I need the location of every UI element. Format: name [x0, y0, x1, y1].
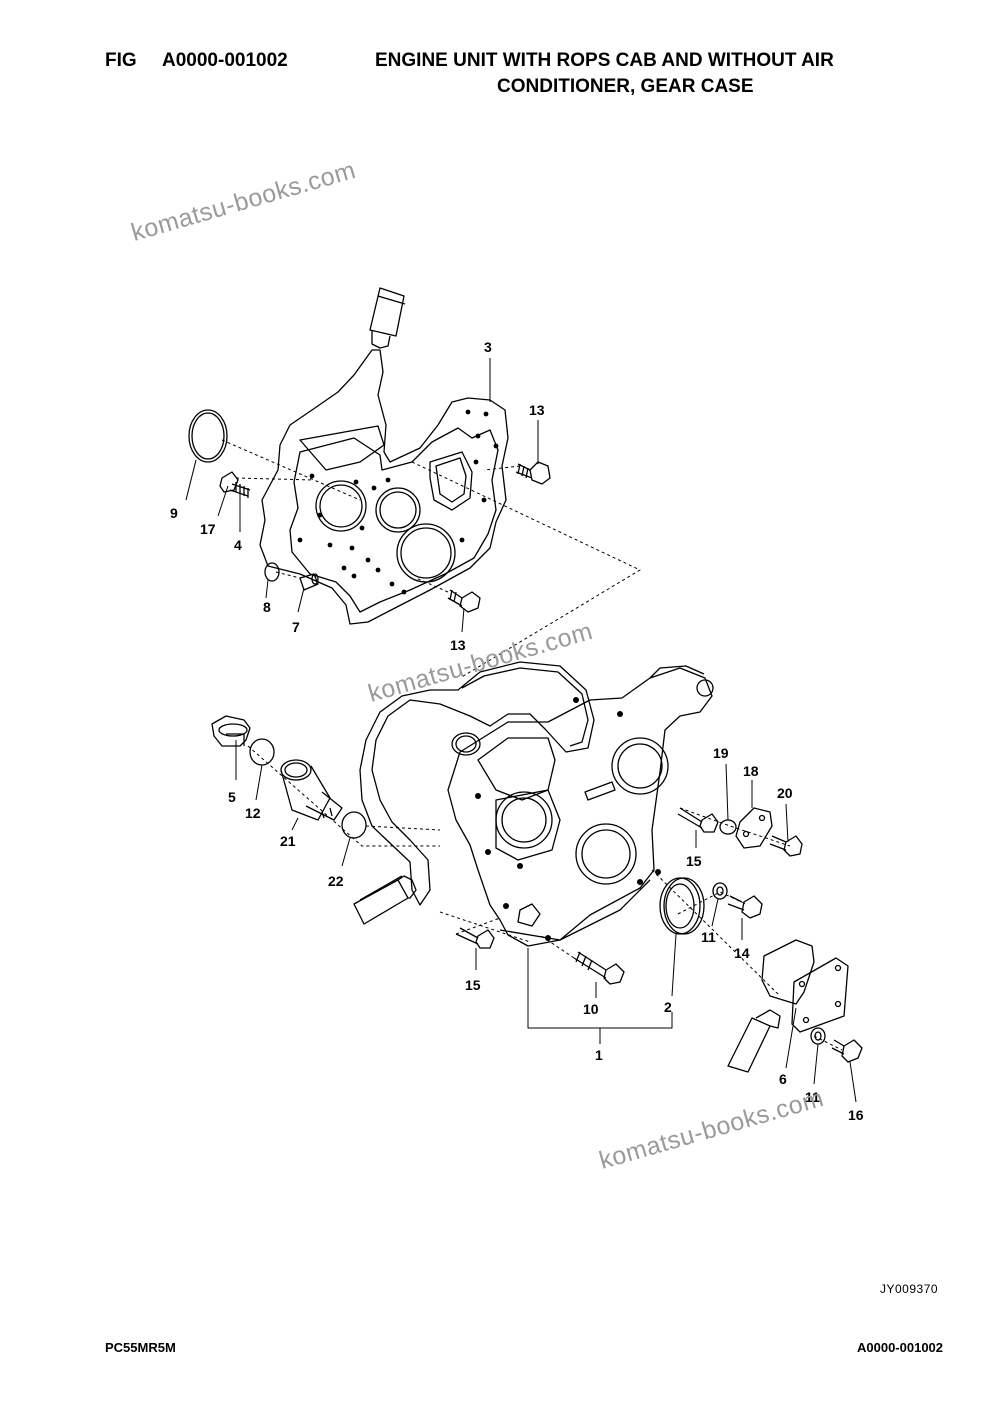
cover-plate-18	[735, 807, 773, 849]
o-ring-8	[264, 562, 280, 582]
alignment-lines	[221, 439, 843, 1051]
bolt-15-lower	[455, 927, 495, 949]
gear-case-1	[447, 665, 714, 947]
callout-13-upper: 13	[529, 402, 545, 418]
bolt-20	[769, 835, 803, 857]
bolt-10	[573, 951, 625, 985]
callout-6: 6	[779, 1071, 787, 1087]
callout-labels: 3 13 9 17 4 8 7 13 19 18 20 5 12 21 22 1…	[170, 339, 864, 1123]
callout-18: 18	[743, 763, 759, 779]
callout-2: 2	[664, 999, 672, 1015]
o-ring-22	[341, 811, 367, 839]
callout-13-lower: 13	[450, 637, 466, 653]
callout-7: 7	[292, 619, 300, 635]
bolt-15-upper	[677, 807, 719, 833]
bolt-16	[831, 1039, 863, 1063]
footer-page-code: A0000-001002	[857, 1340, 944, 1355]
fig-label: FIG	[105, 50, 137, 71]
sealant-tube-lower	[353, 875, 417, 925]
callout-17: 17	[200, 521, 216, 537]
leader-lines	[185, 358, 857, 1103]
gear-case-gasket	[359, 661, 595, 906]
bolt-13-upper	[515, 461, 551, 485]
o-ring-9	[188, 409, 228, 463]
callout-8: 8	[263, 599, 271, 615]
cover-6	[761, 939, 849, 1033]
fig-number: A0000-001002	[162, 50, 288, 71]
sealant-tube-upper	[369, 287, 406, 349]
drawing-code: JY009370	[880, 1282, 939, 1296]
callout-5: 5	[228, 789, 236, 805]
washer-11-lower	[810, 1027, 826, 1045]
o-ring-12	[249, 738, 275, 766]
bolt-17	[219, 471, 251, 498]
callout-3: 3	[484, 339, 492, 355]
washer-11	[712, 882, 728, 900]
callout-12: 12	[245, 805, 261, 821]
dowel-pin-7	[299, 573, 319, 591]
callout-21: 21	[280, 833, 296, 849]
oil-filler-cap-5	[211, 715, 251, 747]
callout-1: 1	[595, 1047, 603, 1063]
callout-11-upper: 11	[701, 929, 716, 945]
title-line-2: CONDITIONER, GEAR CASE	[497, 76, 754, 97]
callout-10: 10	[583, 1001, 599, 1017]
bolt-14	[727, 895, 763, 919]
title-line-1: ENGINE UNIT WITH ROPS CAB AND WITHOUT AI…	[375, 50, 834, 71]
oil-seal-2	[659, 877, 705, 935]
footer-model: PC55MR5M	[105, 1340, 176, 1355]
callout-9: 9	[170, 505, 178, 521]
bolt-13-lower	[447, 589, 481, 613]
callout-4: 4	[234, 537, 242, 553]
oil-filler-tube-21	[280, 759, 343, 821]
callout-15-upper: 15	[686, 853, 702, 869]
callout-14: 14	[734, 945, 750, 961]
callout-11-lower: 11	[805, 1089, 820, 1105]
callout-19: 19	[713, 745, 729, 761]
callout-15-lower: 15	[465, 977, 481, 993]
callout-22: 22	[328, 873, 344, 889]
callout-16: 16	[848, 1107, 864, 1123]
callout-20: 20	[777, 785, 793, 801]
sealant-tube-right	[727, 1009, 781, 1073]
gear-case-plate-gasket	[259, 349, 509, 625]
